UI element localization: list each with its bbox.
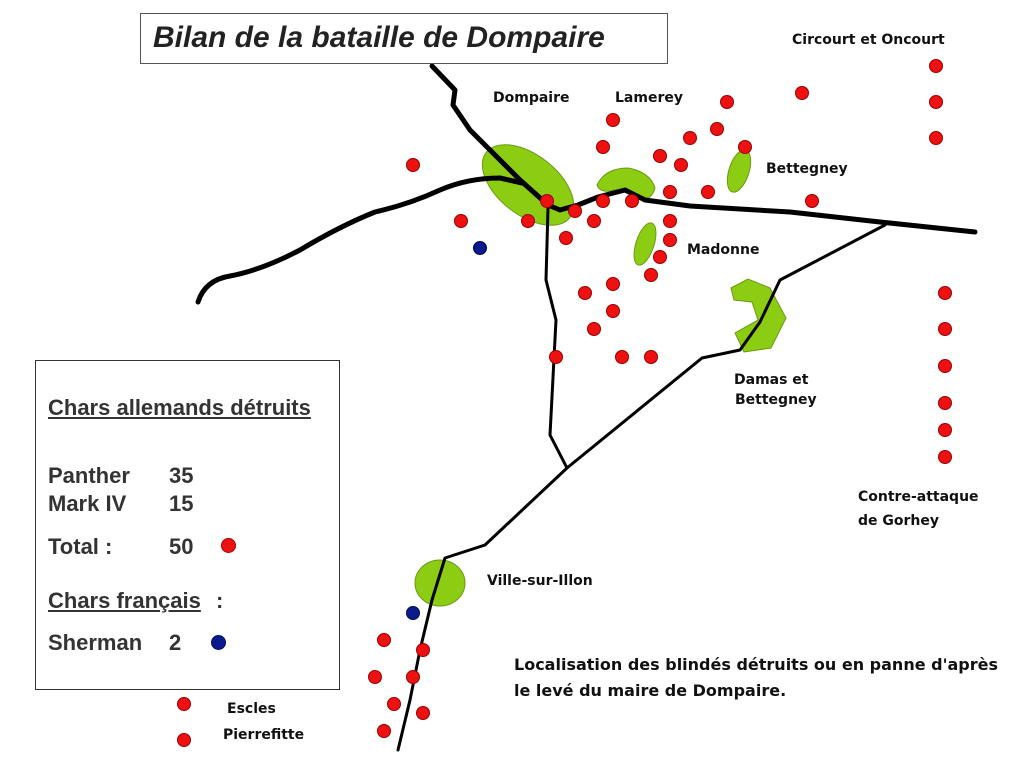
road-east — [545, 187, 978, 235]
legend-mark4-value: 15 — [169, 491, 194, 516]
german-tank-marker-22 — [596, 194, 610, 208]
german-tank-marker-24 — [559, 231, 573, 245]
forest-madonne — [633, 222, 657, 266]
german-tank-marker-12 — [674, 158, 688, 172]
forest-bettegney — [726, 149, 752, 193]
german-tank-marker-17 — [454, 214, 468, 228]
german-tank-marker-50 — [177, 733, 191, 747]
german-tank-marker-44 — [406, 670, 420, 684]
german-tank-marker-10 — [596, 140, 610, 154]
legend-french-header: Chars français — [48, 588, 201, 613]
map-caption: Localisation des blindés détruits ou en … — [514, 652, 998, 704]
label-escles: Escles — [227, 701, 276, 717]
german-tank-marker-32 — [587, 322, 601, 336]
label-circourt: Circourt et Oncourt — [792, 32, 945, 48]
german-tank-marker-19 — [540, 194, 554, 208]
french-tank-markers — [406, 241, 487, 620]
label-dompaire: Dompaire — [493, 90, 570, 106]
german-tank-marker-23 — [625, 194, 639, 208]
german-tank-marker-30 — [578, 286, 592, 300]
german-tank-marker-18 — [521, 214, 535, 228]
label-damas-line1: Damas et — [734, 372, 809, 388]
legend-total-label: Total : — [48, 534, 113, 559]
french-tank-marker-1 — [473, 241, 487, 255]
german-tank-marker-43 — [416, 643, 430, 657]
german-tank-marker-3 — [929, 131, 943, 145]
german-tank-marker-34 — [615, 350, 629, 364]
german-tank-marker-45 — [368, 670, 382, 684]
german-tank-marker-47 — [416, 706, 430, 720]
german-tank-marker-33 — [549, 350, 563, 364]
german-tank-marker-11 — [653, 149, 667, 163]
german-tank-marker-2 — [929, 95, 943, 109]
german-tank-marker-1 — [929, 59, 943, 73]
caption-line1: Localisation des blindés détruits ou en … — [514, 655, 998, 674]
map-title-box: Bilan de la bataille de Dompaire — [140, 13, 668, 64]
german-tank-marker-16 — [406, 158, 420, 172]
german-tank-marker-20 — [568, 204, 582, 218]
legend-box: Chars allemands détruits Panther 35 Mark… — [35, 360, 340, 690]
legend-french-marker — [211, 635, 226, 650]
caption-line2: le levé du maire de Dompaire. — [514, 681, 787, 700]
german-tank-marker-29 — [606, 277, 620, 291]
german-tank-marker-36 — [938, 286, 952, 300]
german-tank-markers — [177, 59, 952, 747]
french-tank-marker-2 — [406, 606, 420, 620]
german-tank-marker-7 — [683, 131, 697, 145]
german-tank-marker-49 — [177, 697, 191, 711]
map-title: Bilan de la bataille de Dompaire — [153, 21, 605, 54]
german-tank-marker-21 — [587, 214, 601, 228]
legend-panther-label: Panther — [48, 463, 130, 488]
german-tank-marker-8 — [738, 140, 752, 154]
german-tank-marker-48 — [377, 724, 391, 738]
german-tank-marker-31 — [606, 304, 620, 318]
german-tank-marker-35 — [644, 350, 658, 364]
road-west — [195, 175, 525, 305]
german-tank-marker-5 — [720, 95, 734, 109]
german-tank-marker-42 — [377, 633, 391, 647]
german-tank-marker-41 — [938, 450, 952, 464]
legend-total-value: 50 — [169, 534, 194, 559]
forest-ville — [414, 559, 466, 607]
label-lamerey: Lamerey — [615, 90, 683, 106]
german-tank-marker-27 — [653, 250, 667, 264]
forest-damas — [730, 278, 787, 353]
german-tank-marker-37 — [938, 322, 952, 336]
german-tank-marker-6 — [710, 122, 724, 136]
label-pierrefitte: Pierrefitte — [223, 727, 305, 743]
road-south-1 — [544, 206, 569, 470]
legend-sherman-value: 2 — [169, 630, 182, 655]
label-ville: Ville-sur-Illon — [487, 573, 593, 589]
legend-french-colon: : — [216, 588, 224, 613]
german-tank-marker-25 — [663, 214, 677, 228]
forest-lamerey — [596, 167, 656, 201]
german-tank-marker-13 — [663, 185, 677, 199]
german-tank-marker-26 — [663, 233, 677, 247]
legend-german-marker — [221, 538, 236, 553]
label-contre-line2: de Gorhey — [858, 513, 939, 529]
legend-panther-value: 35 — [169, 463, 194, 488]
label-bettegney: Bettegney — [766, 161, 848, 177]
german-tank-marker-40 — [938, 423, 952, 437]
german-tank-marker-4 — [795, 86, 809, 100]
german-tank-marker-15 — [805, 194, 819, 208]
german-tank-marker-28 — [644, 268, 658, 282]
label-damas-line2: Bettegney — [735, 392, 817, 408]
label-madonne: Madonne — [687, 242, 760, 258]
legend-mark4-label: Mark IV — [48, 491, 127, 516]
legend-german-header: Chars allemands détruits — [48, 395, 311, 420]
road-south-2 — [396, 223, 887, 752]
german-tank-marker-9 — [606, 113, 620, 127]
german-tank-marker-46 — [387, 697, 401, 711]
legend-sherman-label: Sherman — [48, 630, 143, 655]
german-tank-marker-38 — [938, 359, 952, 373]
label-contre-line1: Contre-attaque — [858, 489, 979, 505]
german-tank-marker-39 — [938, 396, 952, 410]
german-tank-marker-14 — [701, 185, 715, 199]
